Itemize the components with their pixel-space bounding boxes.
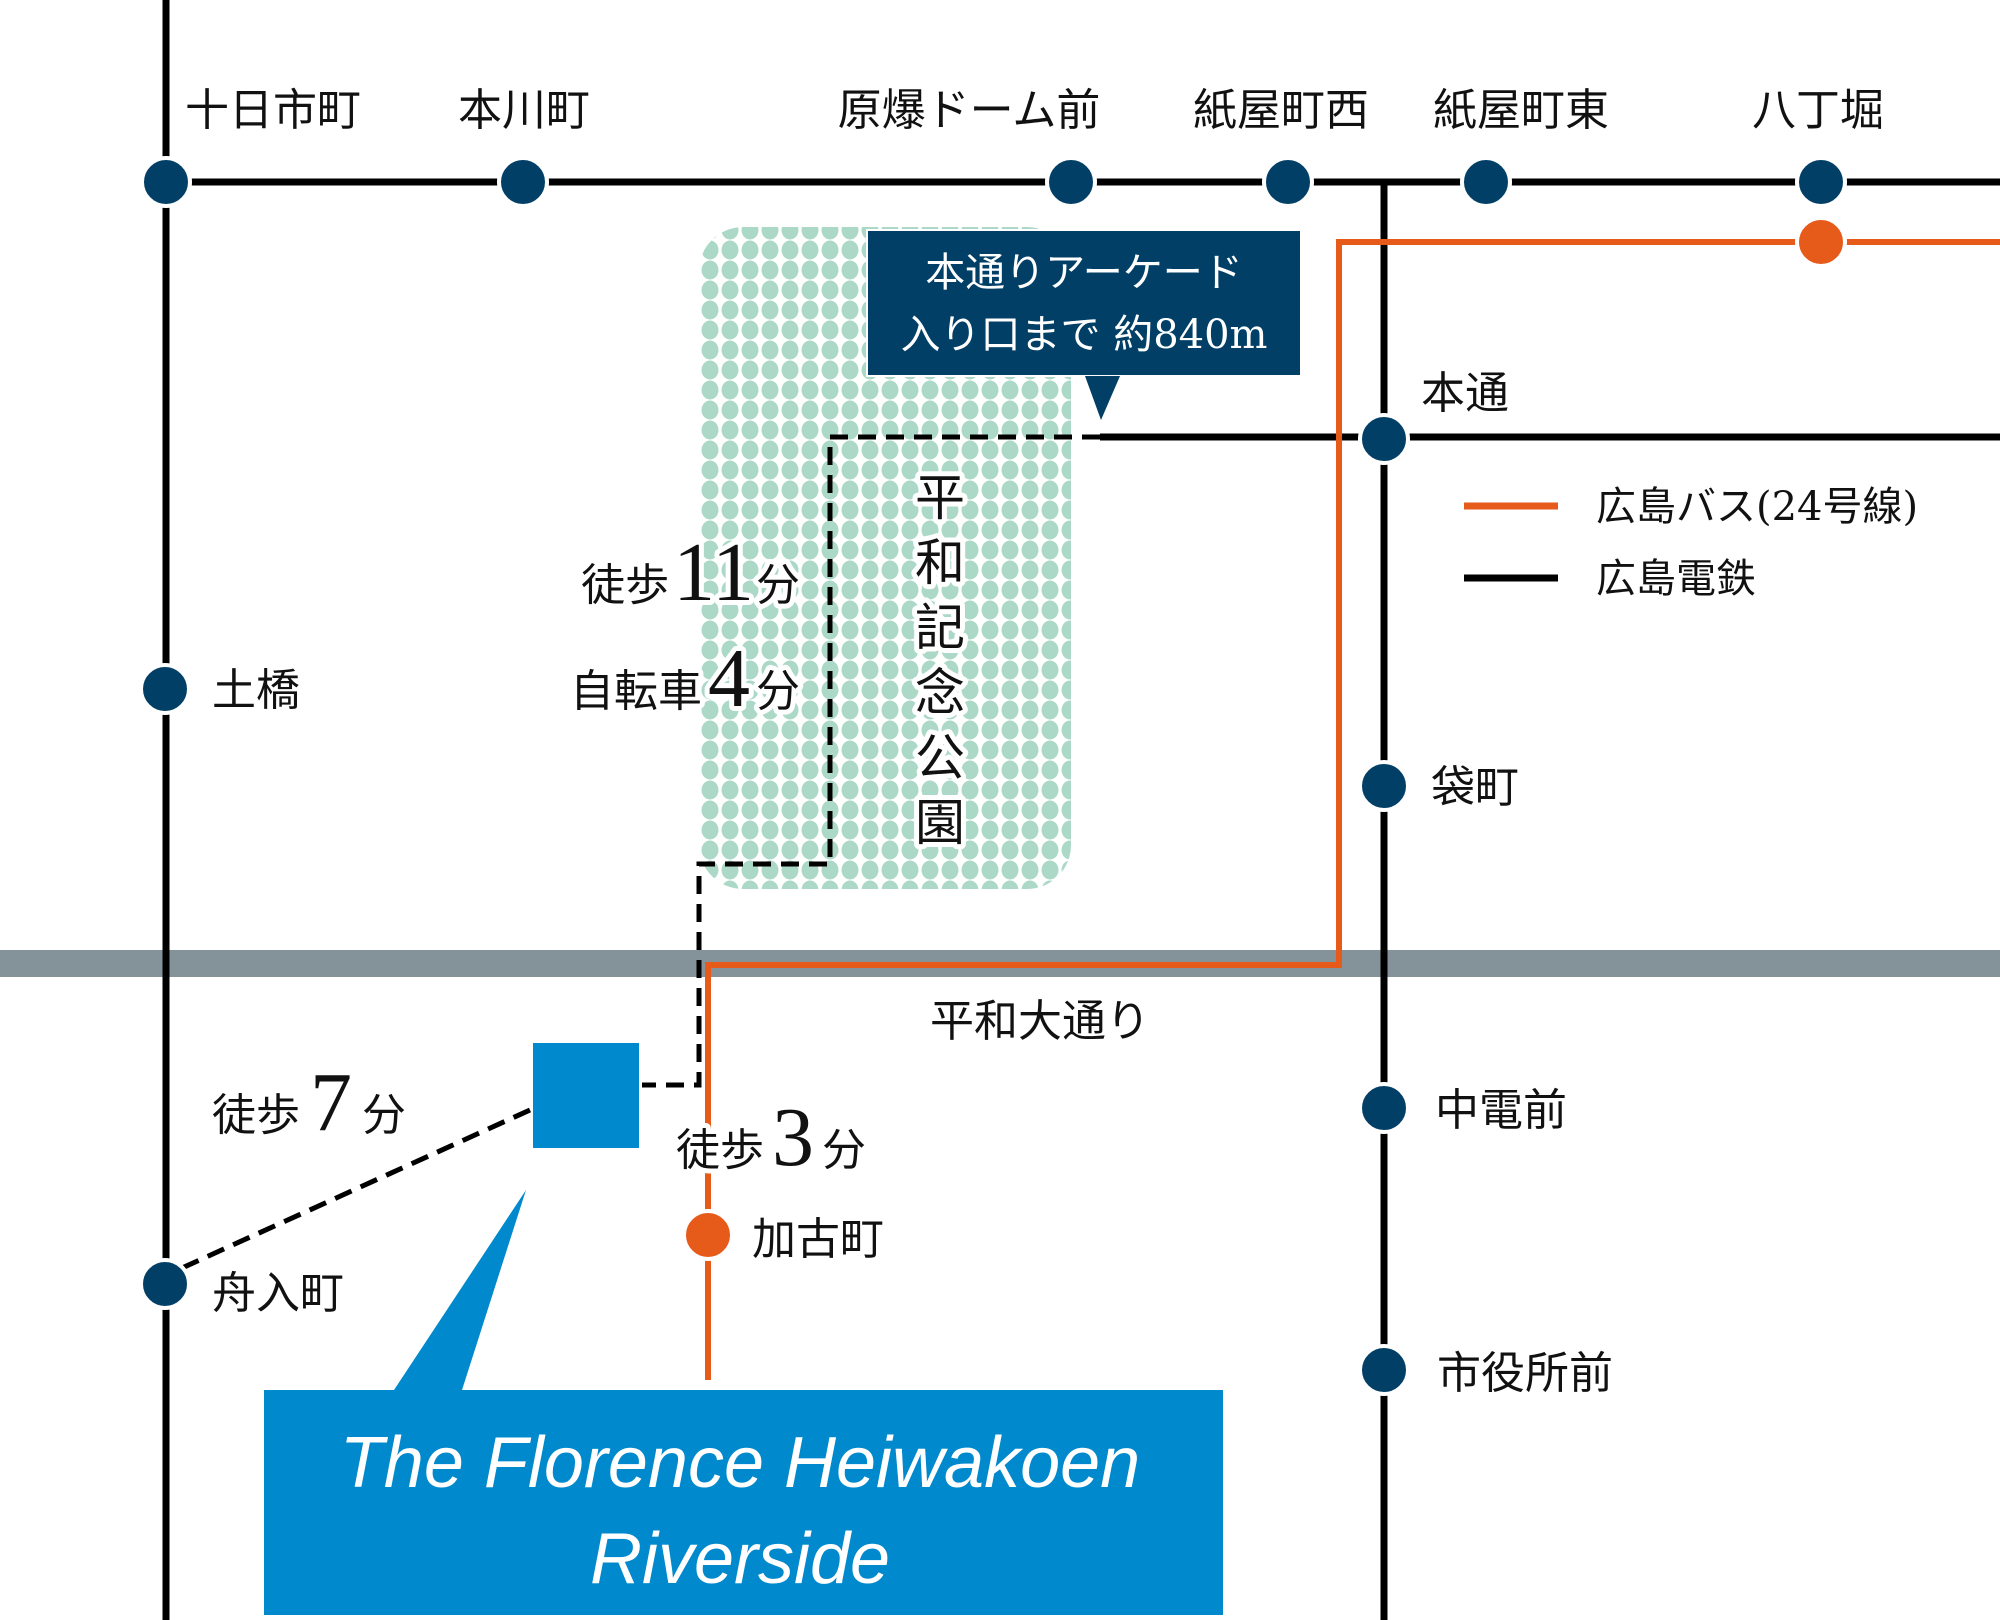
station-marker[interactable] [1358, 1082, 1410, 1134]
property-label-pointer [394, 1190, 526, 1390]
property-name-line1: The Florence Heiwakoen [340, 1423, 1140, 1503]
bus-stop-marker[interactable] [682, 1209, 734, 1261]
time-value: 11 [673, 526, 754, 619]
time-value: 3 [772, 1091, 814, 1184]
svg-text:徒歩11分: 徒歩11分 [581, 526, 800, 619]
walk-route-park [642, 434, 1100, 1088]
time-unit: 分 [756, 560, 800, 611]
legend: 広島バス(24号線) 広島電鉄 [1464, 484, 1918, 602]
station-marker[interactable] [1045, 156, 1097, 208]
legend-label: 広島バス(24号線) [1596, 484, 1918, 530]
station-label: 市役所前 [1437, 1348, 1613, 1399]
station-marker[interactable] [1358, 1344, 1410, 1396]
station-marker[interactable] [140, 156, 192, 208]
park-char: 公 [915, 729, 965, 787]
callout-line2: 入り口まで 約840m [901, 312, 1268, 358]
station-label: 紙屋町西 [1193, 85, 1369, 136]
park-char: 念 [915, 664, 965, 722]
park-char: 平 [915, 469, 965, 527]
station-label: 土橋 [212, 665, 300, 716]
park-char: 和 [915, 534, 965, 592]
station-label: 中電前 [1435, 1085, 1567, 1136]
station-marker[interactable] [1795, 156, 1847, 208]
bus-stop-marker[interactable] [1795, 216, 1847, 268]
time-unit: 分 [362, 1090, 406, 1141]
road-label: 平和大通り [930, 996, 1150, 1047]
station-marker[interactable] [1358, 413, 1410, 465]
time-park-walk: 徒歩11分 [576, 521, 805, 624]
bus-stop-label: 加古町 [752, 1214, 884, 1265]
property-marker[interactable] [533, 1043, 639, 1148]
property-name-line2: Riverside [590, 1519, 890, 1599]
station-label: 紙屋町東 [1433, 85, 1609, 136]
time-prefix: 徒歩 [581, 560, 669, 611]
station-marker[interactable] [139, 1258, 191, 1310]
station-label: 原爆ドーム前 [838, 85, 1101, 136]
station-label: 十日市町 [185, 85, 361, 136]
time-unit: 分 [756, 666, 800, 717]
station-label: 舟入町 [212, 1268, 344, 1319]
time-value: 4 [708, 632, 750, 725]
station-marker[interactable] [1460, 156, 1512, 208]
time-prefix: 徒歩 [676, 1125, 764, 1176]
bus-line-24 [705, 239, 2000, 1380]
park-char: 園 [915, 794, 965, 852]
station-label: 八丁堀 [1752, 85, 1884, 136]
park-area [699, 227, 1071, 889]
walk-route-funairi [180, 1107, 532, 1271]
callout-line1: 本通りアーケード [925, 250, 1243, 296]
station-label: 袋町 [1431, 762, 1519, 813]
station-marker[interactable] [1262, 156, 1314, 208]
station-label: 本川町 [458, 85, 590, 136]
station-marker[interactable] [497, 156, 549, 208]
legend-label: 広島電鉄 [1596, 556, 1756, 602]
station-marker[interactable] [139, 663, 191, 715]
time-value: 7 [310, 1056, 352, 1149]
park-char: 記 [915, 599, 965, 657]
time-prefix: 徒歩 [212, 1090, 300, 1141]
callout-arcade: 本通りアーケード 入り口まで 約840m [866, 229, 1302, 420]
time-unit: 分 [822, 1125, 866, 1176]
property-label[interactable]: The Florence Heiwakoen Riverside [264, 1390, 1223, 1615]
station-label: 本通 [1421, 368, 1509, 419]
time-prefix: 自転車 [570, 666, 702, 717]
station-marker[interactable] [1358, 760, 1410, 812]
park-label: 平 和 記 念 公 園 [910, 464, 970, 857]
